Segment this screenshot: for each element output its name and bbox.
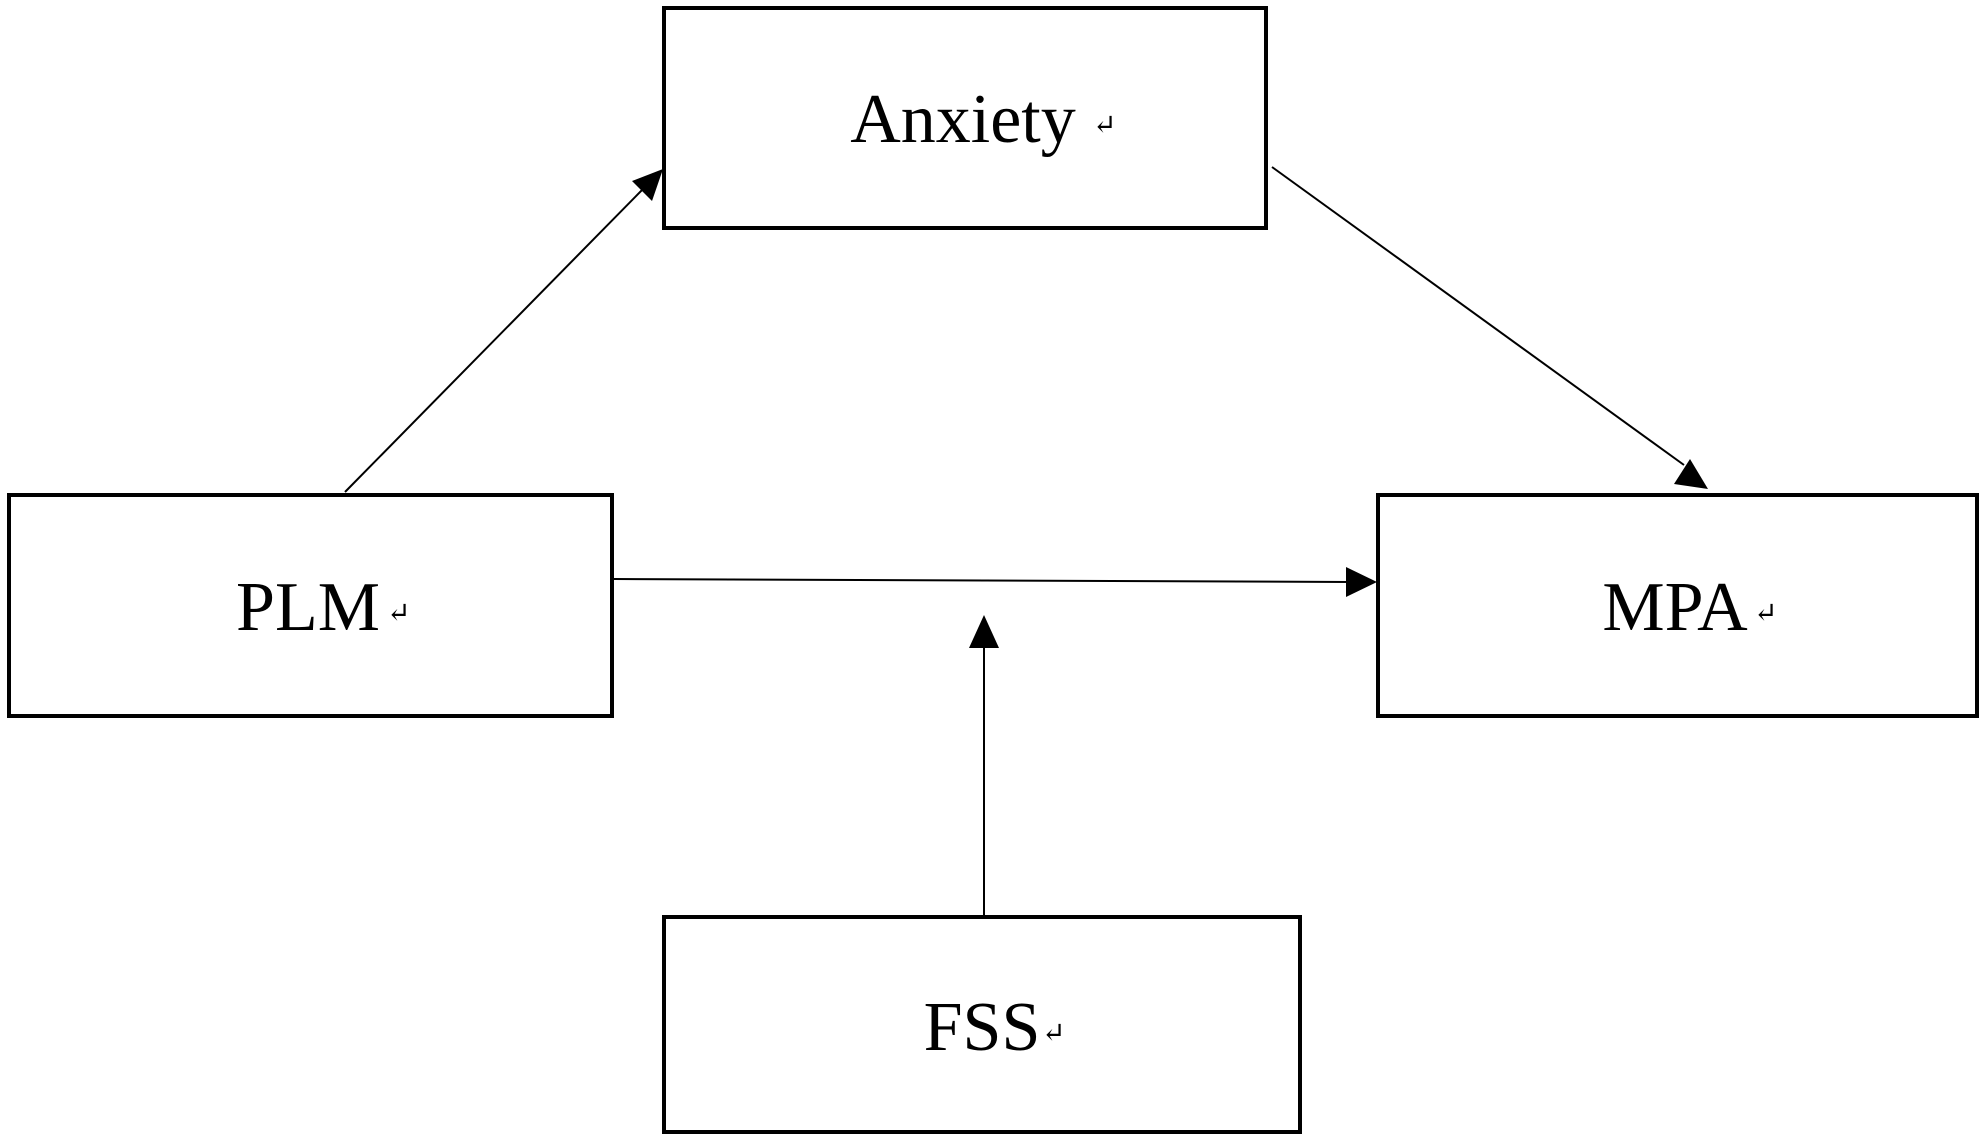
node-mpa-paragraph-mark: ↵: [1754, 598, 1777, 629]
edge-anxiety-to-mpa: [1271, 166, 1685, 466]
node-fss-box: [662, 915, 1302, 1134]
edge-plm-to-mpa: [613, 578, 1351, 583]
node-plm-label: PLM: [236, 569, 380, 646]
arrowhead-fss-to-path: [969, 615, 999, 648]
node-mpa: MPA ↵: [1376, 493, 1979, 718]
arrowhead-anxiety-to-mpa: [1674, 459, 1708, 489]
node-plm-paragraph-mark: ↵: [387, 598, 410, 629]
edges: [344, 166, 1708, 917]
node-fss: FSS ↵: [662, 915, 1302, 1134]
arrowhead-plm-to-mpa: [1346, 567, 1377, 597]
edge-plm-to-anxiety: [344, 188, 644, 493]
node-fss-label: FSS: [924, 989, 1041, 1066]
node-anxiety: Anxiety ↵: [662, 6, 1268, 230]
node-anxiety-label: Anxiety: [850, 81, 1076, 158]
arrowhead-plm-to-anxiety: [632, 169, 663, 201]
node-fss-paragraph-mark: ↵: [1042, 1018, 1065, 1049]
node-plm: PLM ↵: [7, 493, 614, 718]
node-anxiety-paragraph-mark: ↵: [1093, 110, 1116, 141]
node-anxiety-box: [662, 6, 1268, 230]
node-mpa-box: [1376, 493, 1979, 718]
node-mpa-label: MPA: [1602, 569, 1748, 646]
node-plm-box: [7, 493, 614, 718]
